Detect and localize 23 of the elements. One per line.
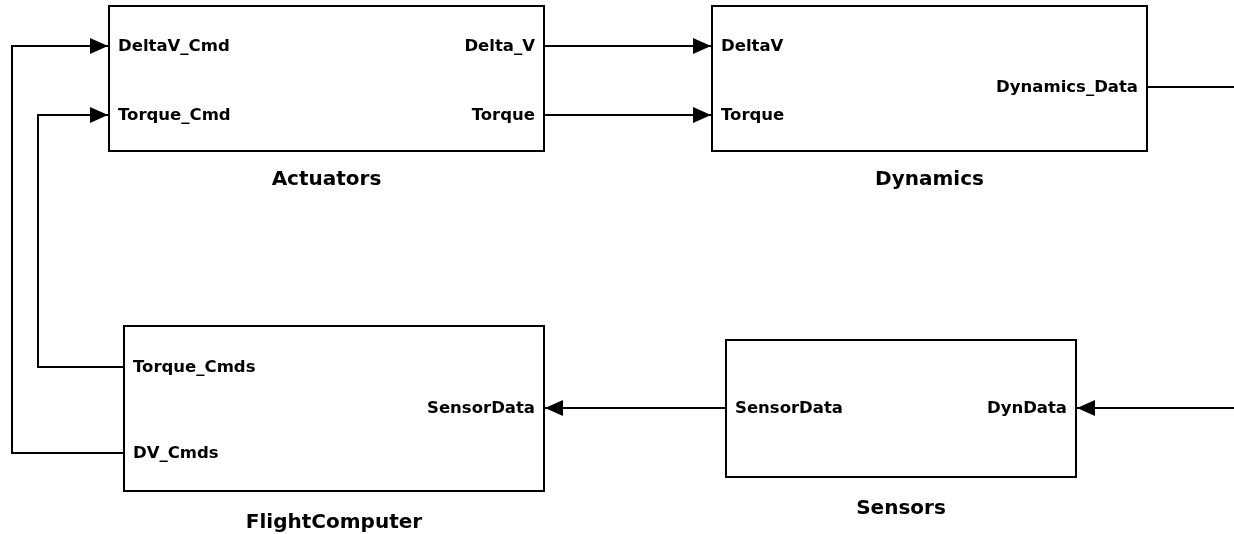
port-label: Delta_V [456, 35, 543, 57]
block-title: Actuators [270, 166, 383, 190]
port-label: Dynamics_Data [988, 76, 1146, 98]
port-label: Torque_Cmds [125, 356, 264, 378]
block-title: Sensors [855, 495, 947, 519]
signal-arrow [544, 400, 726, 416]
signal-arrow [1076, 400, 1234, 416]
block-title: Dynamics [874, 166, 985, 190]
signal-arrow [11, 38, 124, 454]
port-label: DeltaV [713, 35, 792, 57]
port-label: Torque [713, 104, 793, 126]
port-label: Torque_Cmd [110, 104, 239, 126]
port-label: SensorData [419, 397, 543, 419]
port-label: DeltaV_Cmd [110, 35, 238, 57]
port-label: SensorData [727, 397, 851, 419]
signal-arrow [37, 107, 124, 368]
port-label: DV_Cmds [125, 442, 227, 464]
signal-line [1147, 86, 1234, 88]
signal-arrow [544, 107, 712, 123]
port-label: DynData [978, 397, 1075, 419]
signal-arrow [544, 38, 712, 54]
block-title: FlightComputer [244, 509, 424, 533]
port-label: Torque [463, 104, 543, 126]
